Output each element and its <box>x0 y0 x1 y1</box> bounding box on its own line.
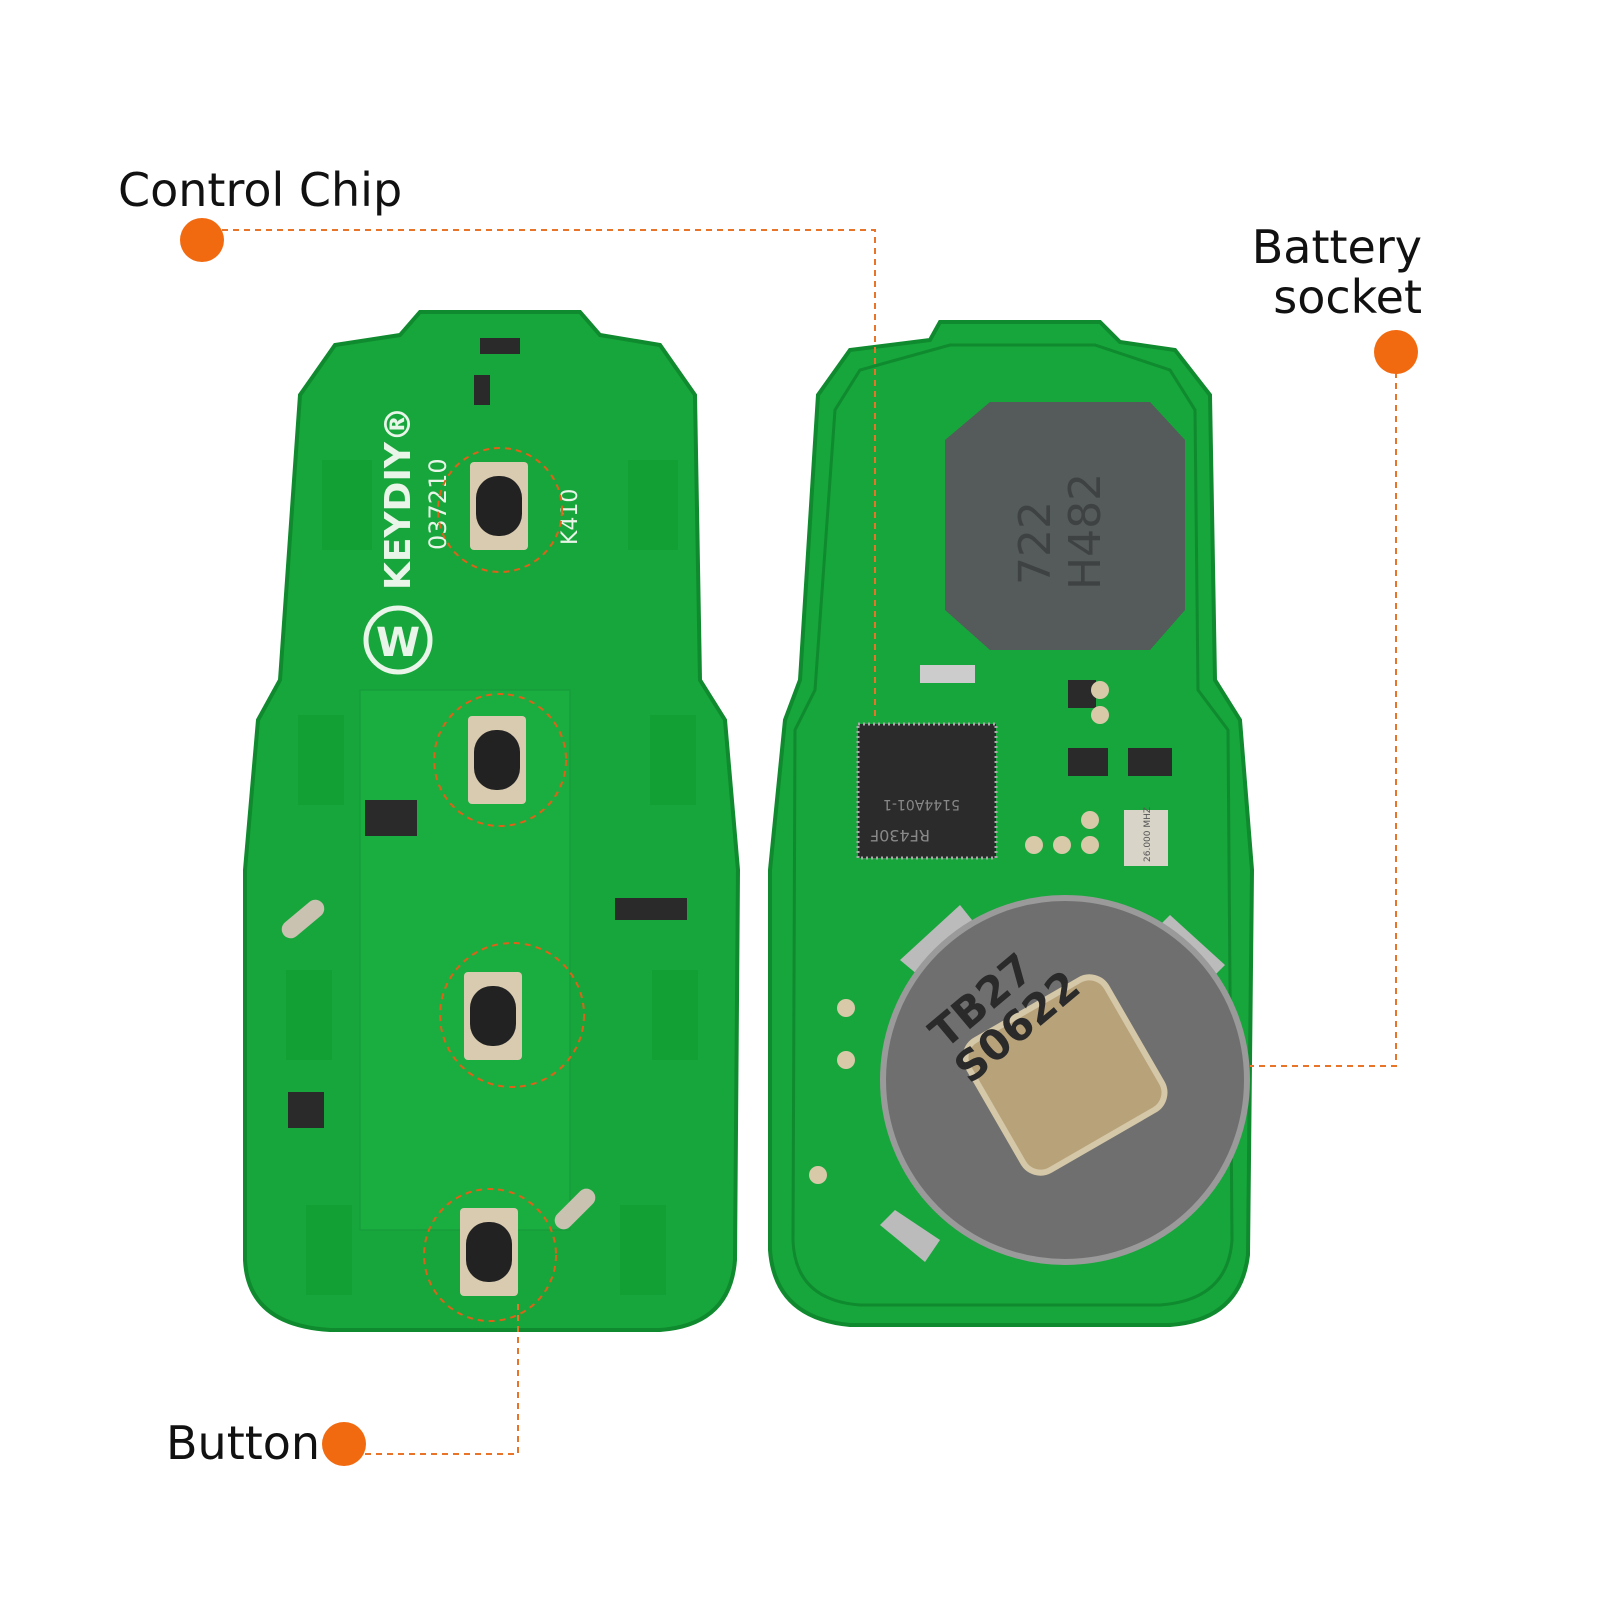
battery-socket-marker-dot <box>1374 330 1418 374</box>
tact-switch <box>460 1208 518 1296</box>
control-chip-label: Control Chip <box>118 163 403 217</box>
button-marker-dot <box>322 1422 366 1466</box>
tact-switch <box>468 716 526 804</box>
battery-socket-label: Battery socket <box>1240 222 1422 322</box>
chip-marking: RF430F <box>870 826 930 845</box>
left-pcb-board: W KEYDIY® 037210 K410 <box>243 310 741 1332</box>
battery-socket-leader <box>1250 372 1397 1067</box>
inductor-marking: 722 <box>1010 501 1061 585</box>
tact-switch <box>470 462 528 550</box>
battery-socket-label-line2: socket <box>1273 270 1422 324</box>
battery-socket: TB27 S0622 <box>880 895 1250 1265</box>
control-chip <box>856 722 998 860</box>
tact-switch <box>464 972 522 1060</box>
right-pcb-board: 722 H482 RF430F 5144A01-1 26.000 MHZ TB2… <box>768 320 1255 1327</box>
button-leader <box>365 1300 519 1455</box>
control-chip-leader <box>222 229 876 720</box>
logo-w: W <box>376 620 420 666</box>
leader-lines <box>222 229 1397 1455</box>
model-marking: K410 <box>558 489 583 545</box>
battery-socket-label-line1: Battery <box>1251 220 1422 274</box>
inductor-marking: H482 <box>1060 473 1111 590</box>
button-label: Button <box>166 1416 321 1470</box>
inductor <box>945 402 1185 650</box>
chip-marking: 5144A01-1 <box>883 796 960 812</box>
control-chip-marker-dot <box>180 218 224 262</box>
crystal-marking: 26.000 MHZ <box>1143 807 1153 862</box>
brand-marking: KEYDIY® <box>378 406 419 590</box>
